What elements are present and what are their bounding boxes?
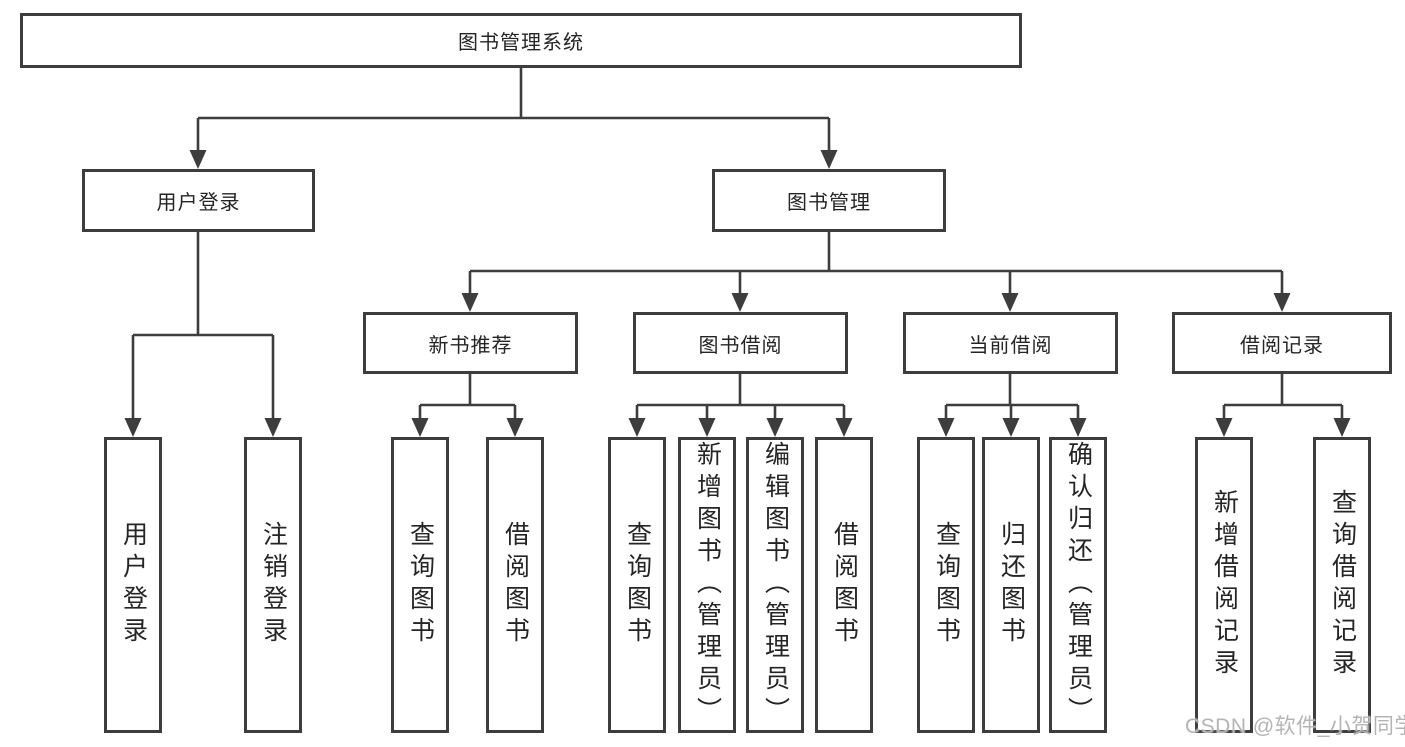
leaf-add-books-admin: 新增图书（管理员） [678,437,736,733]
leaf-borrow-books: 借阅图书 [815,437,873,733]
leaf-query-borrow-record: 查询借阅记录 [1313,437,1371,733]
node-root-label: 图书管理系统 [458,32,584,54]
leaf-label: 新增借阅记录 [1210,489,1239,681]
leaf-label: 查询借阅记录 [1328,489,1357,681]
node-book-management: 图书管理 [712,169,946,232]
leaf-edit-books-admin: 编辑图书（管理员） [746,437,804,733]
node-user-login-label: 用户登录 [156,192,241,214]
node-book-management-label: 图书管理 [787,192,871,214]
node-borrowing-records: 借阅记录 [1172,312,1392,374]
leaf-label: 查询图书 [623,521,652,649]
node-user-login: 用户登录 [82,169,315,232]
leaf-label: 查询图书 [406,521,435,649]
leaf-label: 查询图书 [932,521,961,649]
leaf-label: 新增图书（管理员） [693,441,722,729]
node-current-borrowing: 当前借阅 [903,312,1118,374]
node-new-book-recommend-label: 新书推荐 [428,334,513,357]
leaf-query-books-recommend: 查询图书 [391,437,449,733]
leaf-query-books-borrowing: 查询图书 [608,437,666,733]
leaf-return-books: 归还图书 [982,437,1040,733]
leaf-label: 注销登录 [259,521,288,649]
leaf-label: 用户登录 [119,521,148,649]
leaf-logout: 注销登录 [244,437,302,733]
leaf-user-login: 用户登录 [104,437,162,733]
leaf-borrow-books-recommend: 借阅图书 [486,437,544,733]
node-root: 图书管理系统 [20,13,1022,68]
leaf-label: 借阅图书 [830,521,859,649]
leaf-label: 借阅图书 [501,521,530,649]
node-current-borrowing-label: 当前借阅 [968,334,1053,357]
leaf-label: 编辑图书（管理员） [761,441,790,729]
node-borrowing-records-label: 借阅记录 [1240,334,1324,357]
arrowhead-icons [124,150,1351,437]
leaf-confirm-return-admin: 确认归还（管理员） [1049,437,1107,733]
leaf-label: 确认归还（管理员） [1064,441,1093,729]
node-book-borrowing: 图书借阅 [633,312,848,374]
leaf-label: 归还图书 [997,521,1026,649]
leaf-add-borrow-record: 新增借阅记录 [1195,437,1253,733]
watermark: CSDN @软件_小贺同学 [1185,715,1405,738]
node-new-book-recommend: 新书推荐 [363,312,578,374]
node-book-borrowing-label: 图书借阅 [698,334,783,357]
leaf-query-books-current: 查询图书 [917,437,975,733]
